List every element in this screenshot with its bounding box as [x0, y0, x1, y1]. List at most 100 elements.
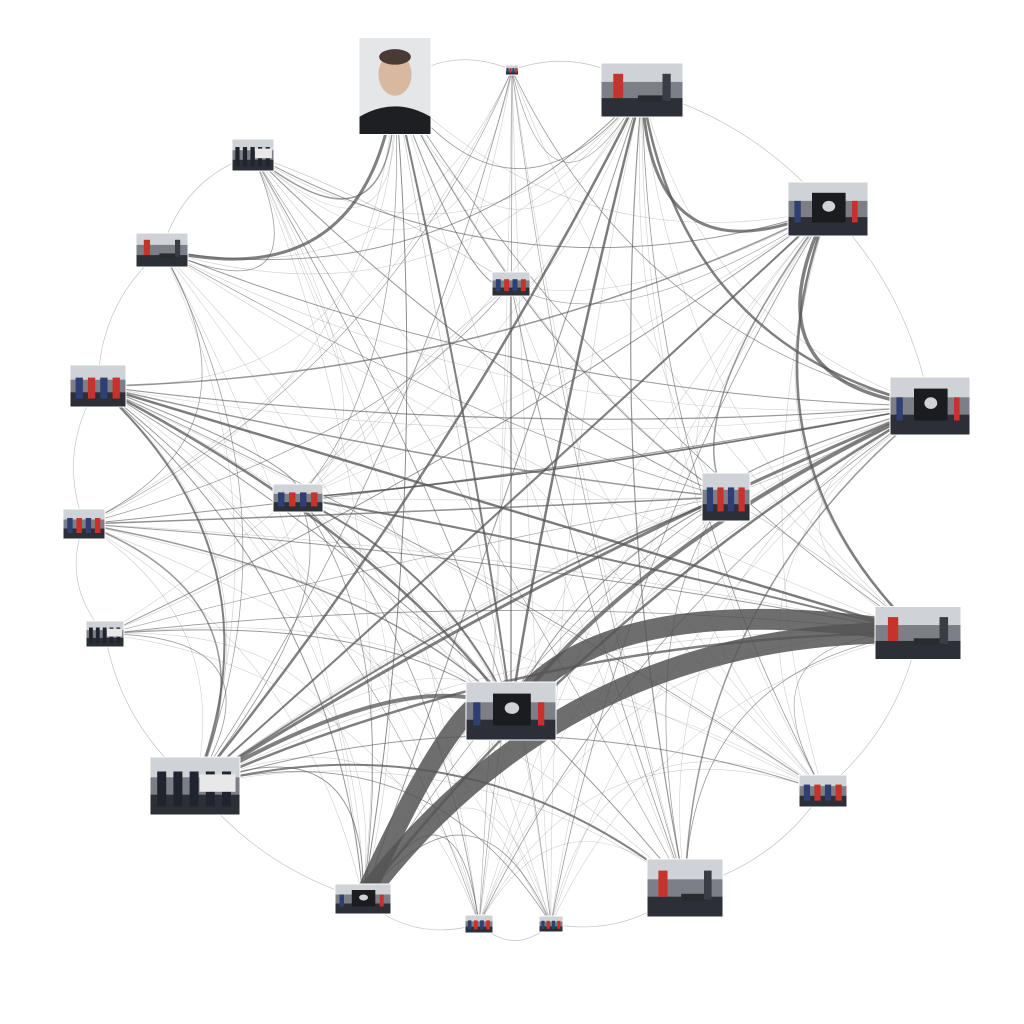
thumbnail-frame — [465, 681, 557, 741]
perimeter-edge — [252, 154, 512, 285]
node-crowd-center-right[interactable] — [701, 472, 751, 522]
edge-street-bottom-right-crowd-red-left — [97, 385, 686, 889]
edge-street-jeep-right-street-bottom-right — [684, 632, 919, 889]
faint-edge — [104, 633, 480, 925]
thumbnail-frame — [600, 62, 684, 118]
edge-crowd-center-top-street-bottom-right — [510, 283, 686, 889]
faint-edge — [194, 770, 686, 889]
faint-edge — [83, 523, 686, 889]
node-jeep-center[interactable] — [465, 681, 557, 741]
thumbnail-frame — [798, 774, 848, 808]
photo-thumbnail — [505, 65, 519, 75]
edge-jeep-rear-jeep-center — [509, 404, 932, 713]
faint-edge — [252, 154, 344, 499]
node-jeep-bottom[interactable] — [334, 883, 392, 915]
node-small-bottom-1[interactable] — [464, 914, 494, 934]
edge-police-left-small-police-smoke — [104, 633, 227, 787]
perimeter-edge — [394, 85, 512, 712]
edge-top-small-jeep-rear — [511, 69, 931, 407]
edge-street-jeep-right-jeep-bottom — [352, 622, 929, 910]
faint-edge — [97, 385, 824, 792]
faint-edge — [97, 85, 396, 387]
edge-layer — [73, 59, 932, 941]
faint-edge — [161, 249, 364, 900]
faint-edge — [362, 405, 931, 900]
faint-edge — [161, 89, 643, 275]
edge-jeep-center-street-jeep-right — [500, 608, 929, 722]
thumbnail-frame — [149, 756, 241, 816]
node-crowd-red-left[interactable] — [69, 364, 127, 408]
edge-crowd-red-left-crowd-center-right — [97, 385, 727, 498]
faint-edge — [679, 405, 931, 889]
edge-top-small-crowd-left — [83, 69, 513, 525]
node-street-jeep-right[interactable] — [874, 606, 962, 660]
node-street-red-shirt[interactable] — [600, 62, 684, 118]
faint-edge — [83, 523, 364, 900]
edge-crowd-red-left-jeep-rear — [97, 385, 931, 420]
faint-edge — [83, 85, 396, 525]
edge-portrait-jeep-center — [394, 85, 512, 712]
faint-edge — [161, 249, 919, 634]
faint-edge — [252, 89, 643, 215]
thumbnail-frame — [505, 64, 519, 76]
node-jeep-rear[interactable] — [889, 376, 971, 436]
node-layer — [62, 37, 971, 934]
edge-police-smoke-street-jeep-right — [193, 631, 920, 788]
node-street-bottom-right[interactable] — [646, 858, 724, 918]
node-jeep-red-shirt[interactable] — [787, 181, 869, 237]
node-police-line-top-left[interactable] — [231, 138, 275, 172]
node-crowd-center-top[interactable] — [491, 271, 531, 297]
faint-edge — [104, 633, 367, 900]
faint-edge — [550, 632, 919, 925]
edge-fallen-person-right-street-red-shirt — [641, 89, 824, 792]
edge-crowd-red-left-police-smoke — [97, 385, 226, 787]
edge-crowd-left-jeep-center — [83, 523, 512, 712]
faint-edge — [97, 385, 512, 712]
edge-jeep-red-shirt-street-jeep-right — [795, 207, 920, 635]
faint-edge — [778, 405, 931, 792]
thumbnail-frame — [646, 858, 724, 918]
edge-jeep-red-shirt-crowd-red-left — [97, 208, 829, 387]
node-portrait[interactable] — [358, 37, 432, 135]
edge-police-line-top-left-crowd-center-right — [252, 154, 727, 498]
faint-edge — [478, 208, 829, 925]
edge-crowd-left-police-smoke — [83, 523, 222, 787]
thumbnail-frame — [538, 915, 564, 933]
perimeter-edge — [75, 523, 106, 635]
thumbnail-frame — [889, 376, 971, 436]
edge-crowd-left-street-jeep-right — [83, 523, 919, 634]
node-police-smoke[interactable] — [149, 756, 241, 816]
node-crowd-left[interactable] — [62, 508, 106, 540]
thumbnail-frame — [334, 883, 392, 915]
node-small-bottom-2[interactable] — [538, 915, 564, 933]
edge-crowd-center-right-jeep-bottom — [362, 496, 727, 900]
thumbnail-frame — [491, 271, 531, 297]
faint-edge — [510, 208, 829, 712]
edge-small-bottom-2-police-smoke — [194, 771, 552, 925]
perimeter-edge — [297, 283, 512, 499]
faint-edge — [510, 208, 829, 291]
faint-edge — [511, 69, 919, 634]
node-fallen-person-right[interactable] — [798, 774, 848, 808]
edge-police-line-top-left-lying-person-left — [161, 154, 275, 272]
edge-portrait-crowd-center-right — [394, 85, 727, 498]
node-crowd-center-left[interactable] — [272, 483, 324, 513]
edge-street-bottom-right-jeep-rear — [684, 405, 931, 889]
edge-police-left-small-street-jeep-right — [104, 610, 919, 635]
edge-police-left-small-crowd-center-right — [104, 496, 727, 635]
faint-edge — [550, 89, 643, 925]
thumbnail-frame — [272, 483, 324, 513]
faint-edge — [83, 69, 513, 525]
node-lying-person-left[interactable] — [135, 232, 189, 268]
edge-police-line-top-left-jeep-center — [252, 154, 512, 712]
edge-top-small-police-smoke — [194, 69, 513, 787]
node-top-small[interactable] — [505, 64, 519, 76]
edge-lying-person-left-jeep-rear — [161, 249, 931, 407]
edge-crowd-red-left-jeep-center — [96, 384, 513, 713]
edge-street-red-shirt-jeep-red-shirt — [640, 88, 830, 233]
node-police-left-small[interactable] — [85, 620, 125, 648]
faint-edge — [194, 757, 480, 925]
edge-crowd-center-left-police-smoke — [194, 497, 311, 787]
faint-edge — [394, 85, 727, 498]
edge-top-small-street-bottom-right — [511, 69, 686, 889]
